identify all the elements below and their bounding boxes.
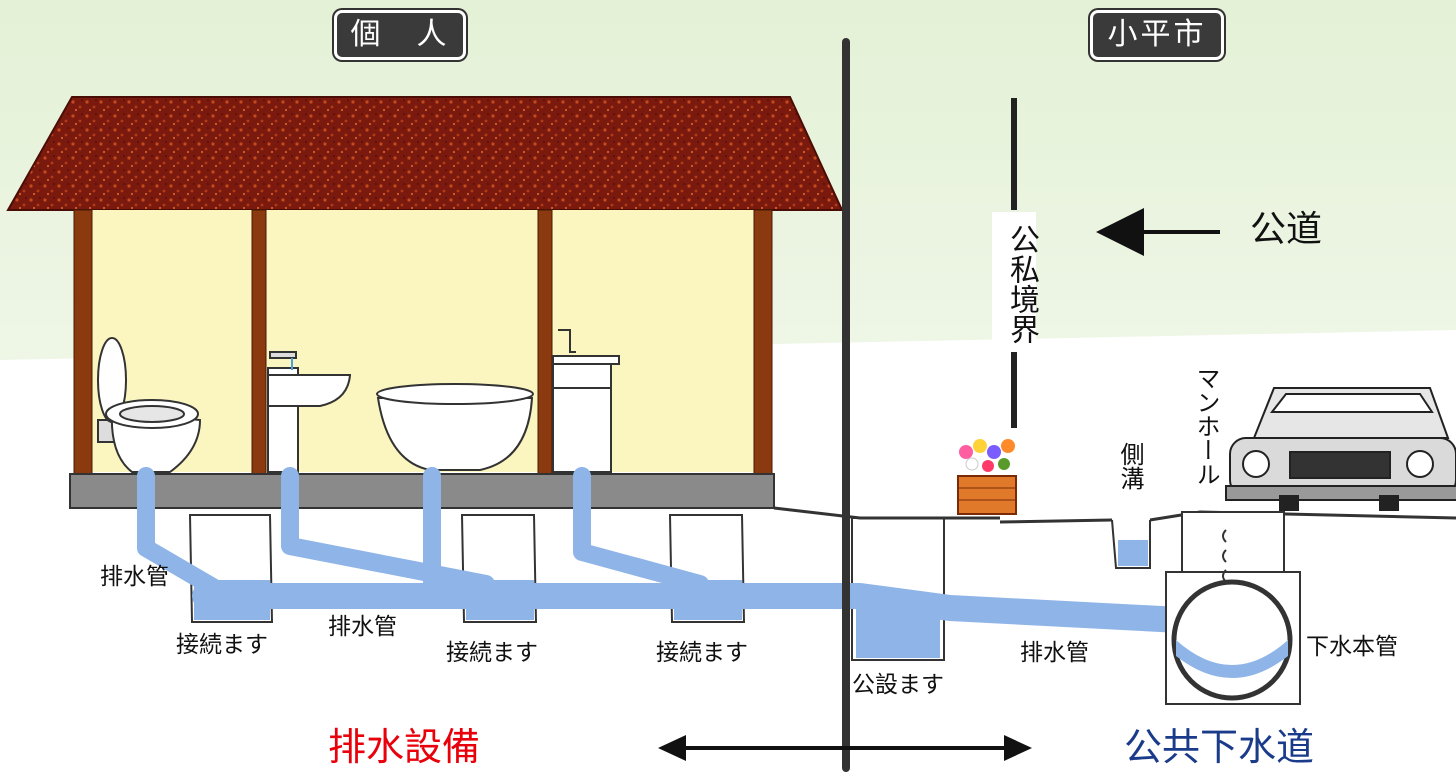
city-area-tag: 小平市 <box>1090 10 1224 60</box>
drainage-facility-label: 排水設備 <box>328 725 481 769</box>
public-road-label: 公道 <box>1250 209 1323 250</box>
side-ditch-label: 側溝 <box>1116 442 1144 490</box>
drain-pipe-label-left: 排水管 <box>100 564 169 590</box>
wash-basin <box>267 351 352 473</box>
pillar <box>753 209 773 475</box>
toilet <box>97 337 202 473</box>
drain-pipe-label-right: 排水管 <box>1020 640 1089 666</box>
car <box>1225 387 1456 511</box>
connection-box-label-1: 接続ます <box>176 632 268 658</box>
manhole-label: マンホール <box>1192 366 1220 486</box>
drain-pipe-kitchen <box>573 467 709 593</box>
house <box>6 96 844 509</box>
connection-box-label-2: 接続ます <box>446 640 538 666</box>
drain-pipe-basin <box>281 467 495 593</box>
foundation-slab <box>69 473 775 509</box>
manhole-structure <box>1165 511 1301 705</box>
scope-arrow <box>658 735 1032 761</box>
private-area-tag: 個 人 <box>334 10 466 60</box>
connection-box-label-3: 接続ます <box>656 640 748 666</box>
kitchen-sink <box>552 329 620 473</box>
drain-pipe-label-center: 排水管 <box>328 614 397 640</box>
roof <box>6 96 844 211</box>
flower-pot <box>957 439 1017 515</box>
private-yard-surface <box>773 506 1000 520</box>
pillar <box>73 209 93 475</box>
sewer-main-pipe <box>1171 579 1293 701</box>
drain-pipe-toilet <box>137 467 227 599</box>
pillar <box>251 209 267 475</box>
public-sewer-label: 公共下水道 <box>1124 725 1315 769</box>
public-box-label: 公設ます <box>852 672 944 698</box>
bathtub <box>376 383 534 471</box>
main-sewer-label: 下水本管 <box>1306 634 1398 660</box>
pillar <box>537 209 553 475</box>
boundary-label: 公私境界 <box>992 212 1039 352</box>
